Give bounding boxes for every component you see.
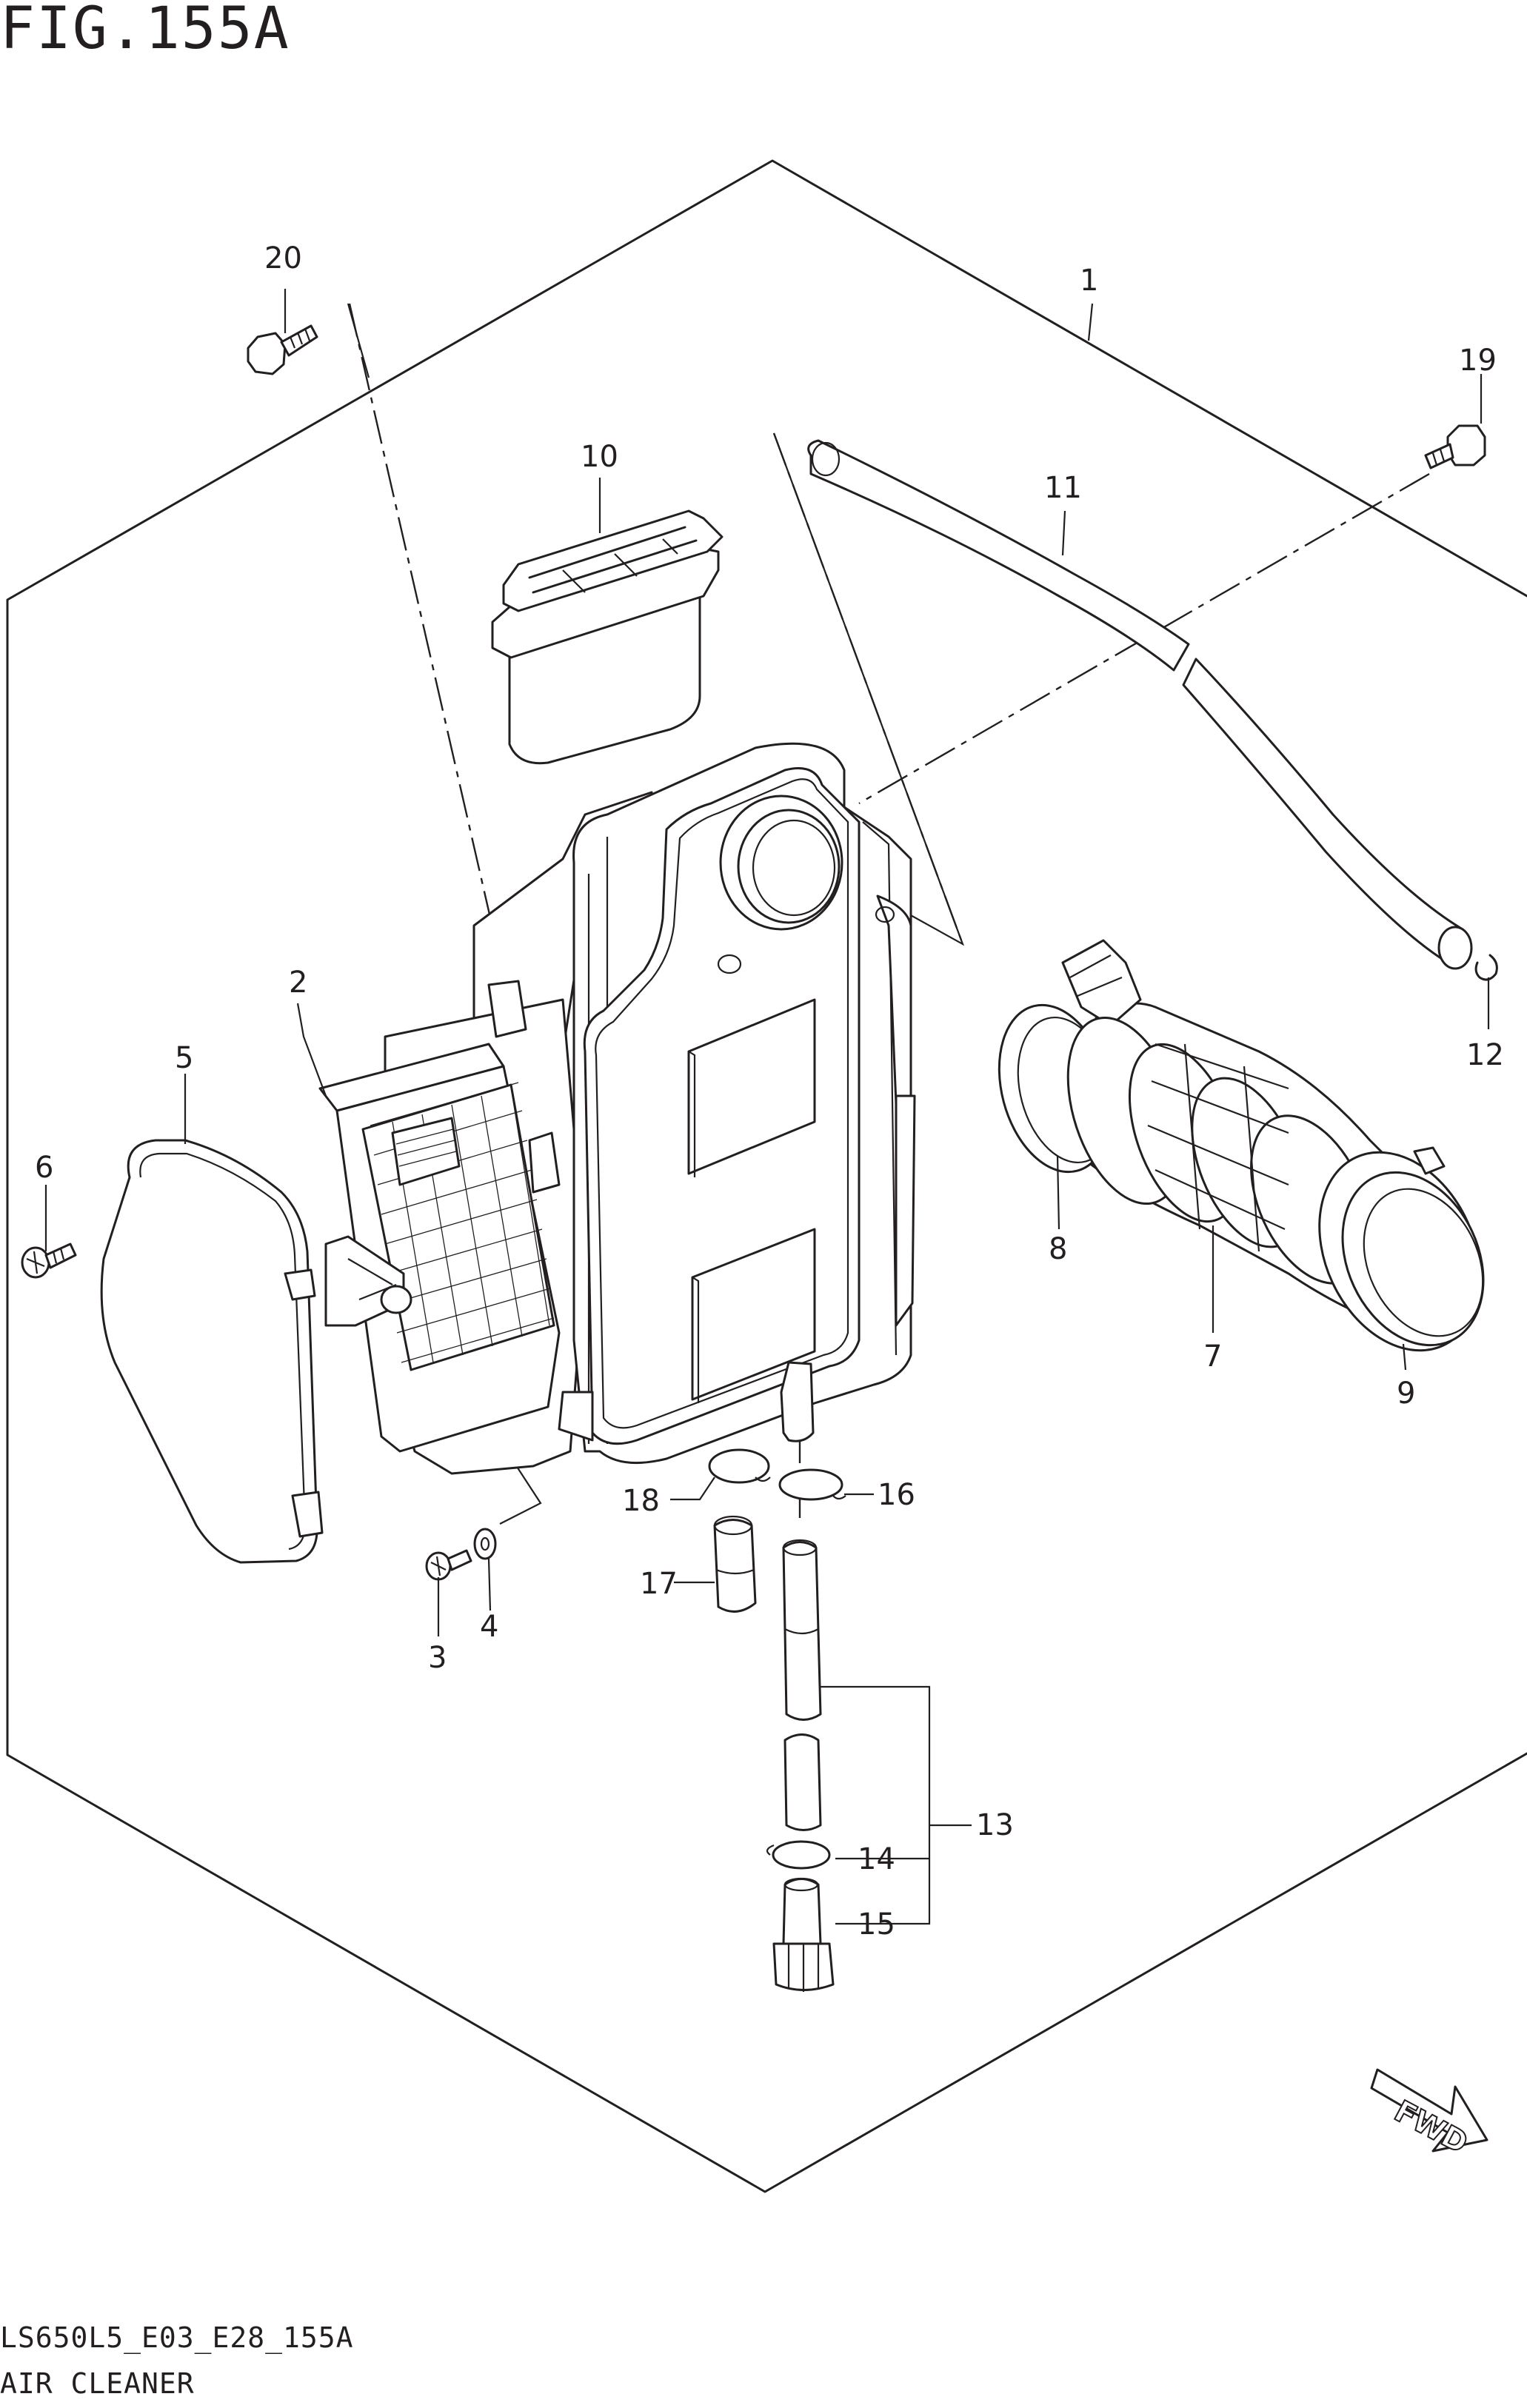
figure-title: FIG.155A <box>0 0 290 62</box>
callout-12: 12 <box>1466 1038 1504 1072</box>
callout-20: 20 <box>264 241 302 275</box>
section-name: AIR CLEANER <box>0 2367 195 2400</box>
part-drain-plug <box>713 1515 757 1613</box>
callout-3: 3 <box>428 1641 447 1675</box>
part-screw-6 <box>21 1243 77 1279</box>
part-clip-18 <box>708 1448 771 1484</box>
part-screw-3 <box>425 1549 472 1581</box>
callout-leaders <box>44 289 1490 1925</box>
part-case-cover <box>487 767 895 1445</box>
callout-19: 19 <box>1459 344 1497 378</box>
callout-5: 5 <box>175 1041 193 1075</box>
callout-10: 10 <box>581 440 618 474</box>
fwd-arrow: FWD <box>1370 2068 1488 2161</box>
part-washer-4 <box>473 1528 497 1560</box>
part-clip-12 <box>1474 954 1498 981</box>
callout-2: 2 <box>289 966 307 1000</box>
callout-1: 1 <box>1080 264 1098 298</box>
callout-8: 8 <box>1049 1232 1067 1266</box>
part-clip-16 <box>778 1468 846 1501</box>
callout-13: 13 <box>976 1808 1014 1842</box>
part-breather-hose <box>807 439 1473 970</box>
callout-16: 16 <box>878 1478 915 1512</box>
callout-4: 4 <box>480 1610 498 1644</box>
part-drain-fitting <box>772 1877 835 1992</box>
callout-15: 15 <box>858 1907 895 1942</box>
assembly-boundary <box>6 159 1527 2193</box>
part-clamp-14 <box>766 1840 831 1870</box>
part-bolt-19 <box>1424 424 1486 469</box>
callout-11: 11 <box>1044 471 1082 505</box>
callout-9: 9 <box>1397 1377 1415 1411</box>
part-intake-boot <box>998 939 1485 1352</box>
callout-14: 14 <box>858 1842 895 1876</box>
part-bolt-20 <box>247 324 318 375</box>
callout-18: 18 <box>622 1484 660 1518</box>
leader-11-group <box>772 432 965 946</box>
part-filter-cover <box>100 1139 412 1564</box>
callout-7: 7 <box>1203 1340 1222 1374</box>
part-drain-hose <box>782 1539 822 1831</box>
callout-17: 17 <box>640 1567 678 1601</box>
model-code: LS650L5_E03_E28_155A <box>0 2321 354 2354</box>
part-intake-duct <box>491 509 724 765</box>
callout-6: 6 <box>35 1151 53 1185</box>
leader-20-group <box>347 303 370 378</box>
callout-labels: 1 2 3 4 5 6 7 8 9 10 11 12 13 14 15 16 1… <box>35 241 1504 1942</box>
